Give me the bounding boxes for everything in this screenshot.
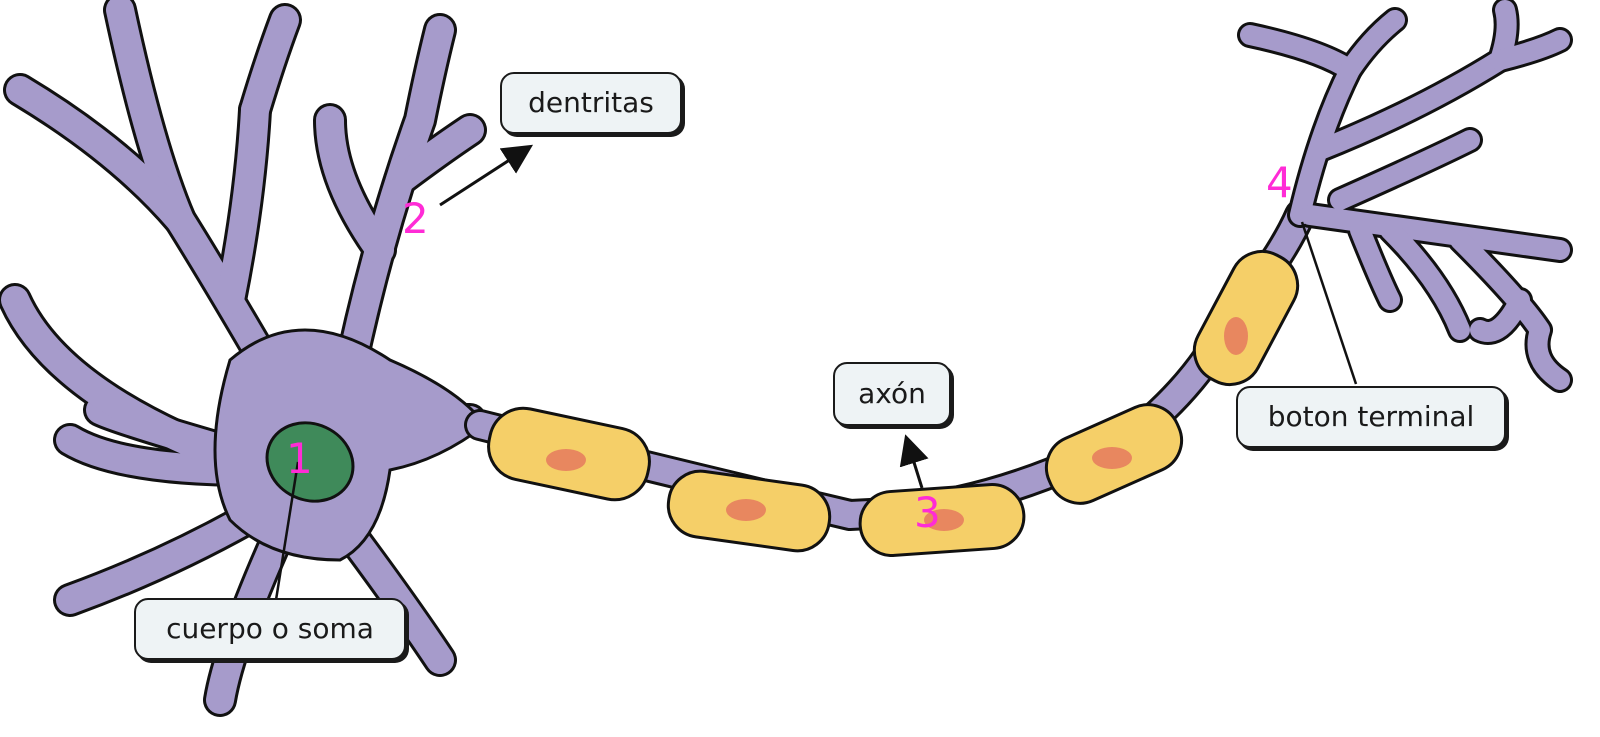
soma-label: cuerpo o soma	[134, 598, 406, 660]
myelin-segment	[487, 406, 651, 502]
schwann-nucleus	[924, 509, 964, 531]
soma-number-marker: 1	[286, 434, 313, 483]
soma-leader-line	[274, 461, 300, 601]
schwann-nucleus	[726, 499, 766, 521]
schwann-nucleus	[1224, 317, 1248, 355]
axon-number-marker: 3	[914, 488, 941, 537]
myelin-segment	[1192, 250, 1300, 386]
schwann-nucleus	[546, 449, 586, 471]
dendrites-label: dentritas	[500, 72, 682, 134]
terminal-leader-line	[1300, 221, 1358, 385]
soma-nucleus	[265, 421, 355, 503]
terminal-number-marker: 4	[1266, 158, 1293, 207]
myelin-segment	[1044, 403, 1184, 505]
myelin-segment	[666, 469, 832, 553]
soma-body	[213, 328, 488, 562]
dendritas-arrow	[439, 144, 534, 207]
terminal-button-label: boton terminal	[1236, 386, 1506, 448]
myelin-segment	[858, 483, 1026, 557]
axon-arrow	[899, 434, 929, 489]
dendrites-number-marker: 2	[402, 194, 429, 243]
axon-terminals	[1237, 0, 1573, 393]
myelin-sheath	[487, 250, 1300, 557]
axon-label: axón	[833, 362, 951, 426]
schwann-nucleus	[1092, 447, 1132, 469]
